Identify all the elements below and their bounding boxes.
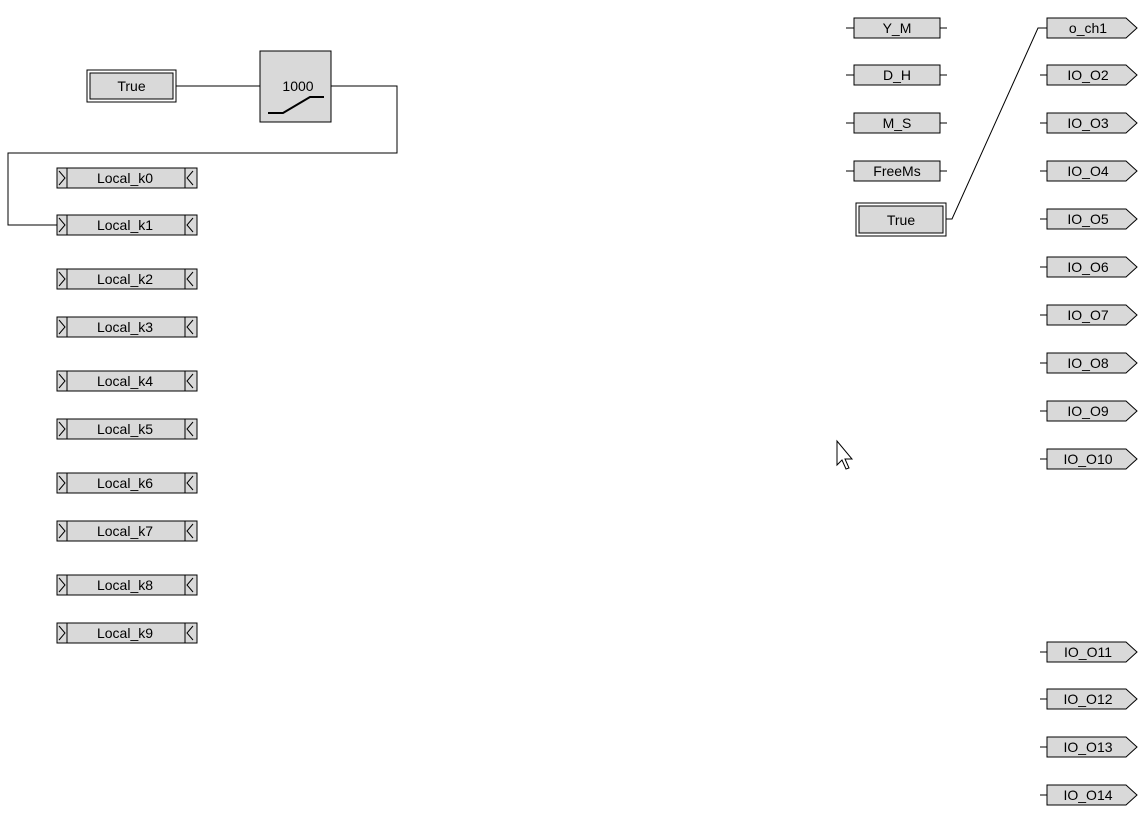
output-tag-label: o_ch1	[1069, 20, 1107, 36]
wire-timer-to-local-k1	[7, 85, 398, 226]
local-connector-k4[interactable]: Local_k4	[56, 370, 198, 392]
connector-in-arrow-icon	[58, 421, 66, 437]
connector-in-arrow-icon	[58, 523, 66, 539]
local-connector-k0[interactable]: Local_k0	[56, 167, 198, 189]
output-tag-list: o_ch1 IO_O2 IO_O3 IO_O4 IO_O5 IO_O6	[1040, 17, 1138, 806]
true-constant-right-label: True	[887, 212, 915, 228]
local-connector-k2[interactable]: Local_k2	[56, 268, 198, 290]
local-connector-k7[interactable]: Local_k7	[56, 520, 198, 542]
output-tag-io-o13[interactable]: IO_O13	[1040, 736, 1138, 758]
local-connector-label: Local_k0	[97, 170, 153, 186]
ramp-icon	[268, 96, 324, 114]
local-connector-label: Local_k2	[97, 271, 153, 287]
connector-out-arrow-icon	[186, 319, 194, 335]
local-connector-k1[interactable]: Local_k1	[56, 214, 198, 236]
true-constant-left[interactable]: True	[86, 69, 177, 103]
connector-out-arrow-icon	[186, 523, 194, 539]
output-tag-io-o6[interactable]: IO_O6	[1040, 256, 1138, 278]
output-tag-io-o4[interactable]: IO_O4	[1040, 160, 1138, 182]
input-tag-label: D_H	[883, 67, 911, 83]
output-tag-label: IO_O5	[1067, 211, 1108, 227]
output-tag-label: IO_O11	[1064, 644, 1112, 660]
output-tag-label: IO_O3	[1067, 115, 1108, 131]
local-connector-label: Local_k7	[97, 523, 153, 539]
output-tag-label: IO_O4	[1067, 163, 1108, 179]
connector-out-arrow-icon	[186, 577, 194, 593]
connector-in-arrow-icon	[58, 625, 66, 641]
output-tag-label: IO_O2	[1067, 67, 1108, 83]
local-connector-k9[interactable]: Local_k9	[56, 622, 198, 644]
connector-in-arrow-icon	[58, 217, 66, 233]
output-tag-label: IO_O13	[1063, 739, 1112, 755]
local-connector-k3[interactable]: Local_k3	[56, 316, 198, 338]
connector-out-arrow-icon	[186, 170, 194, 186]
output-tag-label: IO_O6	[1067, 259, 1108, 275]
output-tag-label: IO_O12	[1063, 691, 1112, 707]
output-tag-io-o3[interactable]: IO_O3	[1040, 112, 1138, 134]
output-tag-io-o12[interactable]: IO_O12	[1040, 688, 1138, 710]
connector-out-arrow-icon	[186, 421, 194, 437]
connector-out-arrow-icon	[186, 271, 194, 287]
true-constant-left-label: True	[117, 78, 145, 94]
connector-out-arrow-icon	[186, 217, 194, 233]
input-tag-d-h[interactable]: D_H	[846, 64, 947, 86]
input-tag-label: M_S	[883, 115, 912, 131]
connector-in-arrow-icon	[58, 577, 66, 593]
input-tag-m-s[interactable]: M_S	[846, 112, 947, 134]
local-connector-k8[interactable]: Local_k8	[56, 574, 198, 596]
output-tag-label: IO_O9	[1067, 403, 1108, 419]
connector-out-arrow-icon	[186, 625, 194, 641]
wire-true-to-o-ch1	[946, 27, 1045, 220]
timer-block[interactable]: 1000	[259, 50, 332, 123]
local-connector-label: Local_k5	[97, 421, 153, 437]
local-connector-label: Local_k4	[97, 373, 153, 389]
local-connector-k5[interactable]: Local_k5	[56, 418, 198, 440]
input-tag-freems[interactable]: FreeMs	[846, 160, 947, 182]
output-tag-io-o11[interactable]: IO_O11	[1040, 641, 1138, 663]
output-tag-io-o7[interactable]: IO_O7	[1040, 304, 1138, 326]
output-tag-io-o8[interactable]: IO_O8	[1040, 352, 1138, 374]
output-tag-io-o9[interactable]: IO_O9	[1040, 400, 1138, 422]
connector-out-arrow-icon	[186, 373, 194, 389]
output-tag-io-o10[interactable]: IO_O10	[1040, 448, 1138, 470]
connector-in-arrow-icon	[58, 319, 66, 335]
local-connector-label: Local_k3	[97, 319, 153, 335]
input-tag-label: Y_M	[883, 20, 912, 36]
local-connector-k6[interactable]: Local_k6	[56, 472, 198, 494]
output-tag-o-ch1[interactable]: o_ch1	[1040, 17, 1138, 39]
local-connector-label: Local_k8	[97, 577, 153, 593]
connector-in-arrow-icon	[58, 373, 66, 389]
timer-block-value: 1000	[282, 78, 313, 94]
local-connector-list: Local_k0 Local_k1 Local_k2 Local_k3	[56, 167, 198, 644]
output-tag-label: IO_O8	[1067, 355, 1108, 371]
local-connector-label: Local_k6	[97, 475, 153, 491]
output-tag-label: IO_O14	[1063, 787, 1112, 803]
output-tag-io-o2[interactable]: IO_O2	[1040, 64, 1138, 86]
input-tag-y-m[interactable]: Y_M	[846, 17, 947, 39]
connector-in-arrow-icon	[58, 475, 66, 491]
connector-in-arrow-icon	[58, 271, 66, 287]
true-constant-right[interactable]: True	[855, 202, 947, 237]
output-tag-label: IO_O10	[1063, 451, 1112, 467]
connector-out-arrow-icon	[186, 475, 194, 491]
input-tag-label: FreeMs	[873, 163, 920, 179]
output-tag-io-o14[interactable]: IO_O14	[1040, 784, 1138, 806]
local-connector-label: Local_k9	[97, 625, 153, 641]
output-tag-io-o5[interactable]: IO_O5	[1040, 208, 1138, 230]
local-connector-label: Local_k1	[97, 217, 153, 233]
connector-in-arrow-icon	[58, 170, 66, 186]
output-tag-label: IO_O7	[1067, 307, 1108, 323]
input-tag-list: Y_M D_H M_S FreeMs	[846, 17, 947, 182]
mouse-pointer-icon	[836, 439, 854, 470]
